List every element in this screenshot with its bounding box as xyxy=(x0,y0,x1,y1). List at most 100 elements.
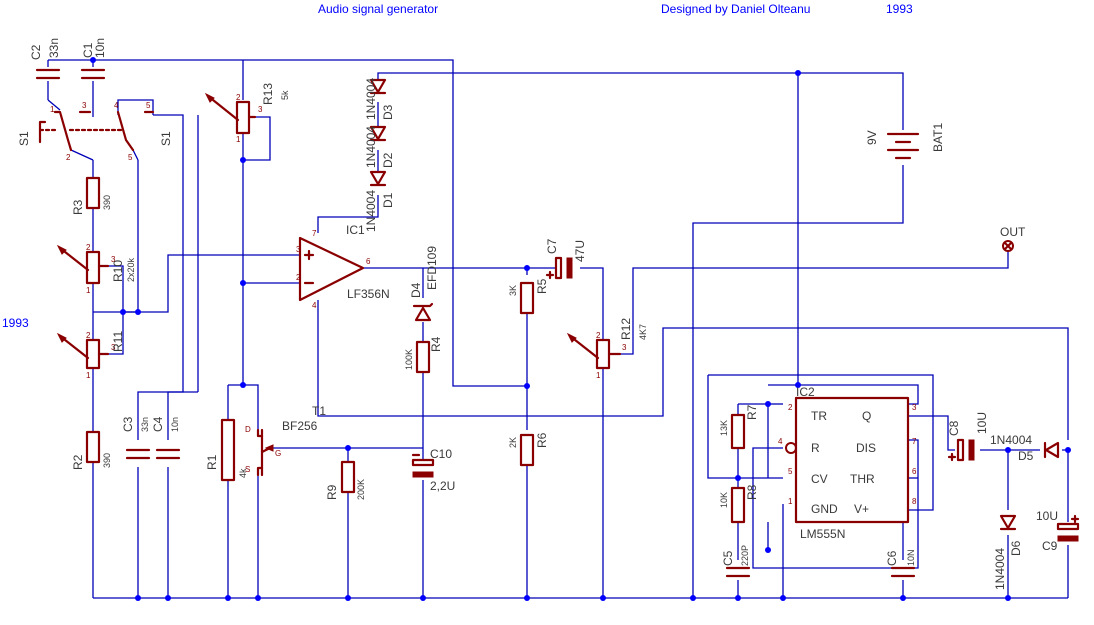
resistor-r3: R3 390 xyxy=(71,176,112,215)
svg-text:C9: C9 xyxy=(1042,539,1058,553)
svg-text:D1: D1 xyxy=(381,192,395,208)
svg-text:4: 4 xyxy=(312,301,317,310)
svg-text:R13: R13 xyxy=(261,83,275,105)
svg-text:10N: 10N xyxy=(906,549,916,566)
svg-text:C10: C10 xyxy=(430,447,452,461)
svg-text:4: 4 xyxy=(778,437,783,446)
svg-text:1N4004: 1N4004 xyxy=(990,433,1032,447)
svg-text:GND: GND xyxy=(811,502,838,516)
svg-text:IC2: IC2 xyxy=(796,385,815,399)
svg-text:3: 3 xyxy=(111,255,116,264)
svg-text:220P: 220P xyxy=(740,545,750,566)
svg-text:C8: C8 xyxy=(947,420,961,436)
svg-text:2: 2 xyxy=(86,331,91,340)
svg-text:BAT1: BAT1 xyxy=(931,123,945,152)
svg-text:THR: THR xyxy=(850,472,875,486)
svg-text:CV: CV xyxy=(811,472,828,486)
svg-text:3: 3 xyxy=(82,101,87,110)
svg-text:1: 1 xyxy=(50,105,55,114)
svg-text:7: 7 xyxy=(912,437,917,446)
svg-text:DIS: DIS xyxy=(856,441,876,455)
svg-text:3: 3 xyxy=(258,105,263,114)
svg-text:390: 390 xyxy=(102,453,112,468)
svg-text:10U: 10U xyxy=(1036,509,1058,523)
svg-text:8: 8 xyxy=(912,497,917,506)
diode-d5: 1N4004 D5 xyxy=(990,433,1060,463)
svg-text:D3: D3 xyxy=(381,104,395,120)
svg-text:TR: TR xyxy=(811,409,827,423)
svg-text:R12: R12 xyxy=(619,318,633,340)
svg-text:C7: C7 xyxy=(545,238,559,254)
svg-text:C1: C1 xyxy=(81,42,95,58)
svg-text:5: 5 xyxy=(128,153,133,162)
svg-text:1N4004: 1N4004 xyxy=(364,190,378,232)
svg-text:4K7: 4K7 xyxy=(638,324,648,340)
svg-text:BF256: BF256 xyxy=(282,419,318,433)
svg-text:LM555N: LM555N xyxy=(800,527,845,541)
diode-d3: 1N4004 D3 xyxy=(364,78,395,120)
svg-text:13K: 13K xyxy=(719,420,729,436)
svg-text:R5: R5 xyxy=(535,278,549,294)
svg-text:2: 2 xyxy=(296,273,301,282)
svg-text:C3: C3 xyxy=(121,416,135,432)
designer-credit: Designed by Daniel Olteanu xyxy=(661,2,810,16)
capacitor-c2: C2 33n xyxy=(29,38,61,80)
svg-text:200K: 200K xyxy=(356,479,366,500)
svg-text:1: 1 xyxy=(596,371,601,380)
electrolytic-c7: C7 47U xyxy=(545,238,587,280)
svg-text:2K: 2K xyxy=(508,437,518,448)
svg-text:5: 5 xyxy=(146,101,151,110)
resistor-r1: R1 4k xyxy=(205,418,248,482)
svg-text:3K: 3K xyxy=(508,285,518,296)
resistor-r2: R2 390 xyxy=(71,430,112,470)
svg-text:4: 4 xyxy=(114,101,119,110)
svg-text:IC1: IC1 xyxy=(346,223,365,237)
diode-d6: 1N4004 D6 xyxy=(993,514,1023,590)
electrolytic-c10: C10 2,2U xyxy=(411,447,455,493)
resistor-r7: 13K R7 xyxy=(719,404,759,450)
svg-text:1: 1 xyxy=(788,497,793,506)
svg-text:D5: D5 xyxy=(1018,449,1034,463)
diode-d1: 1N4004 D1 xyxy=(364,170,395,232)
svg-text:9V: 9V xyxy=(865,130,879,145)
svg-text:10U: 10U xyxy=(975,412,989,434)
svg-text:G: G xyxy=(275,449,281,458)
svg-text:6: 6 xyxy=(912,467,917,476)
electrolytic-c9: 10U C9 xyxy=(1036,509,1080,553)
zener-d4: D4 EFD109 xyxy=(409,246,439,322)
capacitor-c4: C4 10n xyxy=(151,416,181,460)
svg-text:D2: D2 xyxy=(381,152,395,168)
svg-text:D6: D6 xyxy=(1009,540,1023,556)
opamp-ic1: 32 746 IC1 LF356N xyxy=(296,223,390,310)
svg-text:D: D xyxy=(245,425,251,434)
svg-text:S1: S1 xyxy=(17,131,31,146)
svg-text:S: S xyxy=(245,465,250,474)
svg-text:R4: R4 xyxy=(429,336,443,352)
svg-text:1N4004: 1N4004 xyxy=(364,78,378,120)
svg-text:1: 1 xyxy=(86,371,91,380)
resistor-r4: 100K R4 xyxy=(404,336,443,374)
svg-text:S1: S1 xyxy=(159,131,173,146)
svg-text:3: 3 xyxy=(111,343,116,352)
svg-text:C6: C6 xyxy=(885,550,899,566)
svg-text:5: 5 xyxy=(788,467,793,476)
svg-text:C4: C4 xyxy=(151,416,165,432)
svg-text:LF356N: LF356N xyxy=(347,287,390,301)
svg-text:C2: C2 xyxy=(29,44,43,60)
svg-text:4k: 4k xyxy=(238,468,248,478)
svg-text:V+: V+ xyxy=(854,502,869,516)
svg-text:100K: 100K xyxy=(404,349,414,370)
svg-text:T1: T1 xyxy=(312,404,326,418)
svg-text:Q: Q xyxy=(862,409,871,423)
capacitor-c3: C3 33n xyxy=(121,416,151,460)
svg-text:3: 3 xyxy=(912,403,917,412)
potentiometer-r13: 231 R13 5k xyxy=(204,83,290,144)
svg-text:7: 7 xyxy=(312,229,317,238)
svg-text:2: 2 xyxy=(86,243,91,252)
svg-text:1N4004: 1N4004 xyxy=(364,126,378,168)
jfet-t1: D S G T1 BF256 xyxy=(245,404,326,477)
svg-text:R9: R9 xyxy=(325,484,339,500)
electrolytic-c8: C8 10U xyxy=(947,412,989,462)
